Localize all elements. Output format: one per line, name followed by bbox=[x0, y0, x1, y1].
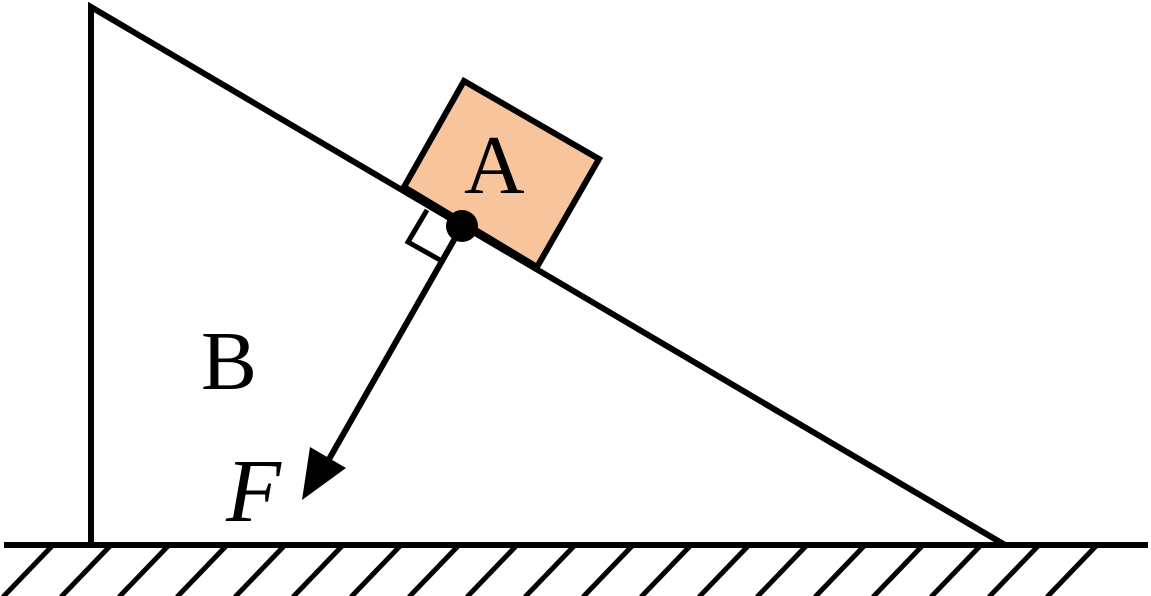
ground-hatching bbox=[1, 545, 1099, 596]
force-arrow-shaft bbox=[321, 224, 465, 470]
right-angle-marker bbox=[404, 208, 442, 263]
incline-label: B bbox=[201, 315, 257, 408]
incline-wedge bbox=[88, 1, 1007, 548]
block-label: A bbox=[464, 119, 525, 212]
force-arrowhead bbox=[302, 447, 346, 500]
force-application-point bbox=[446, 210, 478, 242]
force-label: F bbox=[225, 442, 282, 541]
block-a bbox=[399, 76, 604, 272]
